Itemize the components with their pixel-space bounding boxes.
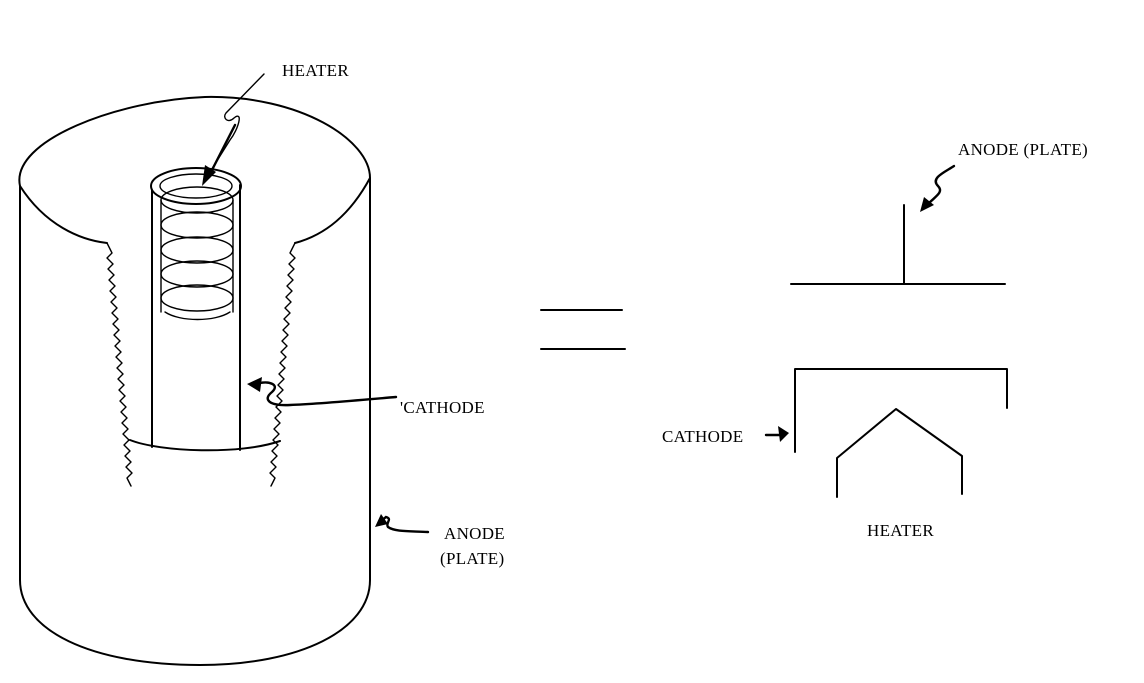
anode-cylinder-outline	[18, 95, 371, 666]
cathode-label-right: CATHODE	[662, 427, 743, 446]
heater-coil-loop	[160, 260, 234, 288]
heater-leader-line	[209, 73, 265, 173]
anode-thread-right	[269, 242, 296, 487]
heater-label-left: HEATER	[282, 61, 349, 80]
anode-cut-face	[19, 185, 108, 244]
cathode-label-left: 'CATHODE	[400, 398, 485, 417]
cathode-arrowhead	[247, 377, 262, 392]
anode-cut-face-right	[294, 177, 371, 244]
cathode-symbol	[794, 368, 1008, 453]
anode-pointer-arrowhead	[920, 197, 934, 212]
heater-label-right: HEATER	[867, 521, 934, 540]
cathode-sleeve	[151, 184, 241, 451]
diode-schematic: ANODE (PLATE) CATHODE HEATER	[662, 140, 1088, 540]
equals-sign	[540, 309, 626, 350]
anode-label-left-line2: (PLATE)	[440, 549, 504, 568]
anode-cut-bottom	[129, 439, 281, 452]
anode-arrowhead-left	[375, 514, 388, 527]
cathode-leader-line	[254, 381, 398, 407]
heater-coil-loop	[160, 236, 234, 264]
anode-pointer-line	[926, 164, 956, 206]
anode-leader-line	[378, 515, 430, 534]
heater-coil-sides	[160, 199, 234, 313]
cathode-inner-rim	[159, 173, 233, 199]
cathode-top-rim	[150, 167, 242, 205]
heater-coil-loop	[160, 284, 234, 312]
heater-coil-loop	[160, 211, 234, 239]
heater-coil-bottom	[164, 311, 231, 321]
heater-coil	[160, 186, 234, 321]
anode-label-left-line1: ANODE	[444, 524, 505, 543]
cutaway-cylinder: HEATER 'CATHODE ANODE (PLATE)	[18, 61, 505, 666]
cathode-pointer-arrowhead	[778, 426, 789, 442]
heater-symbol	[836, 408, 963, 498]
anode-thread-left	[106, 242, 133, 487]
heater-arrow-shaft	[210, 123, 237, 172]
anode-label-right: ANODE (PLATE)	[958, 140, 1088, 159]
